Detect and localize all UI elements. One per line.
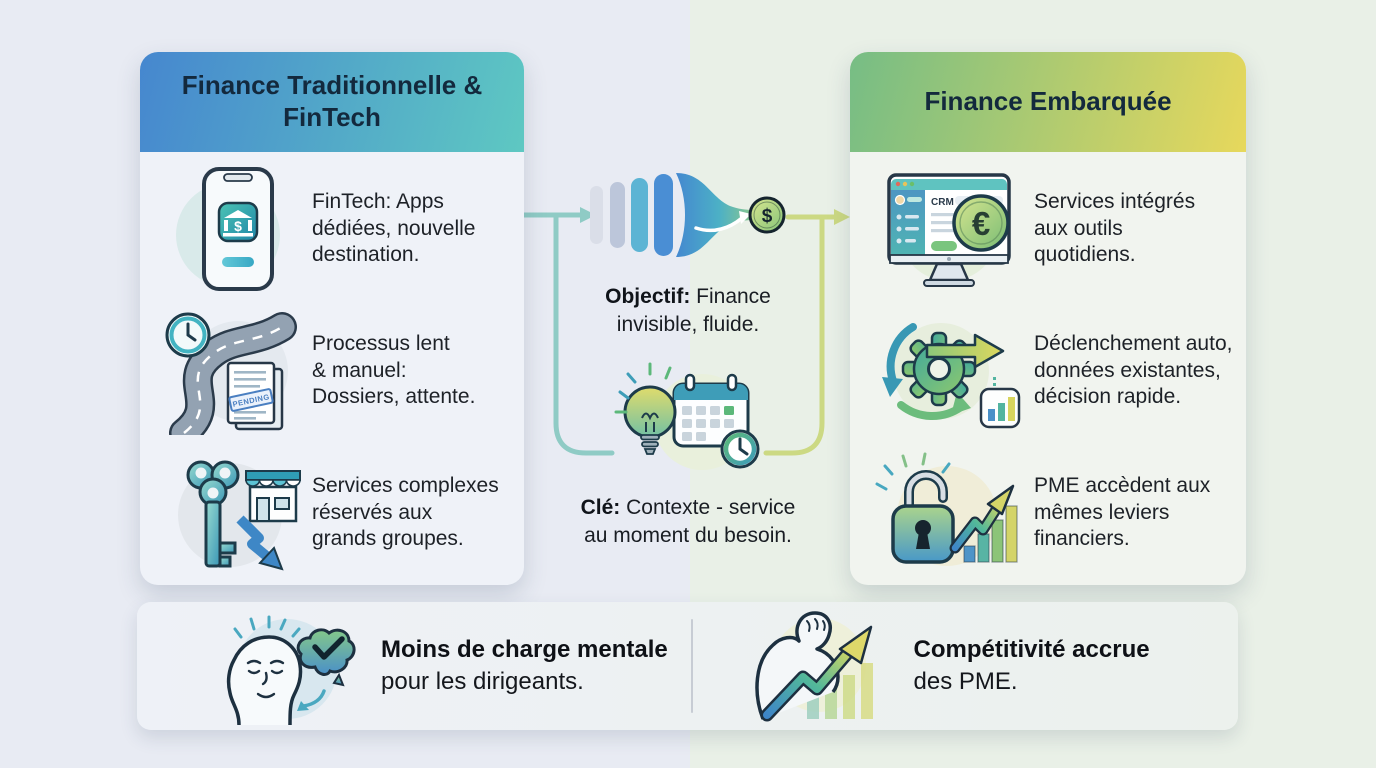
bank-dollar-glyph: $ xyxy=(234,218,242,234)
key-insight-text: Clé: Contexte - service au moment du bes… xyxy=(580,496,796,547)
embedded-finance-header: Finance Embarquée xyxy=(850,52,1246,152)
feature-text: FinTech: Apps dédiées, nouvelle destinat… xyxy=(312,189,476,267)
key-label: Clé: xyxy=(580,496,621,519)
funnel-merge-dollar-icon: $ xyxy=(590,173,786,257)
flow-connector-lines xyxy=(521,207,850,456)
feature-text: Déclenchement auto, données existantes, … xyxy=(1034,331,1233,409)
feature-row-slow-process: PENDING Processus lent & manuel: Dossier… xyxy=(154,300,514,442)
right-arrowhead xyxy=(834,209,850,225)
gear-sync-arrows-chart-icon xyxy=(864,309,1034,433)
winding-road-clock-documents-icon: PENDING xyxy=(154,307,312,435)
left-arrowhead xyxy=(580,207,596,223)
unlocked-padlock-growth-chart-icon xyxy=(864,448,1034,578)
feature-text: PME accèdent aux mêmes leviers financier… xyxy=(1034,473,1211,551)
objective-text: Objectif: Finance invisible, fluide. xyxy=(605,285,771,336)
dollar-glyph: $ xyxy=(762,206,773,227)
benefits-divider xyxy=(690,619,693,713)
traditional-finance-card: Finance Traditionnelle & FinTech $ xyxy=(140,52,524,585)
crm-monitor-euro-coin-icon: CRM € xyxy=(864,165,1034,293)
feature-row-auto-trigger: Déclenchement auto, données existantes, … xyxy=(864,300,1236,442)
feature-row-complex-services: Services complexes réservés aux grands g… xyxy=(154,442,514,584)
traditional-finance-header: Finance Traditionnelle & FinTech xyxy=(140,52,524,152)
feature-row-pme-access: PME accèdent aux mêmes leviers financier… xyxy=(864,442,1236,584)
feature-text: Processus lent & manuel: Dossiers, atten… xyxy=(312,331,476,409)
feature-row-fintech-apps: $ FinTech: Apps dédiées, nouvelle destin… xyxy=(154,158,514,300)
feature-text: Services intégrés aux outils quotidiens. xyxy=(1034,189,1196,267)
euro-glyph: € xyxy=(972,205,990,242)
calm-head-brain-check-icon xyxy=(189,607,359,725)
objective-label: Objectif: xyxy=(605,285,691,308)
key-storefront-decline-arrow-icon xyxy=(154,447,312,579)
muscle-arm-growth-arrow-icon xyxy=(737,607,892,725)
crm-label-glyph: CRM xyxy=(931,197,954,208)
embedded-finance-title: Finance Embarquée xyxy=(924,86,1172,117)
feature-text: Services complexes réservés aux grands g… xyxy=(312,473,499,551)
idea-calendar-clock-icon xyxy=(614,362,760,470)
phone-bank-app-icon: $ xyxy=(154,163,312,295)
feature-row-integrated-services: CRM € Services xyxy=(864,158,1236,300)
traditional-finance-title: Finance Traditionnelle & FinTech xyxy=(181,70,483,132)
embedded-finance-card: Finance Embarquée xyxy=(850,52,1246,585)
